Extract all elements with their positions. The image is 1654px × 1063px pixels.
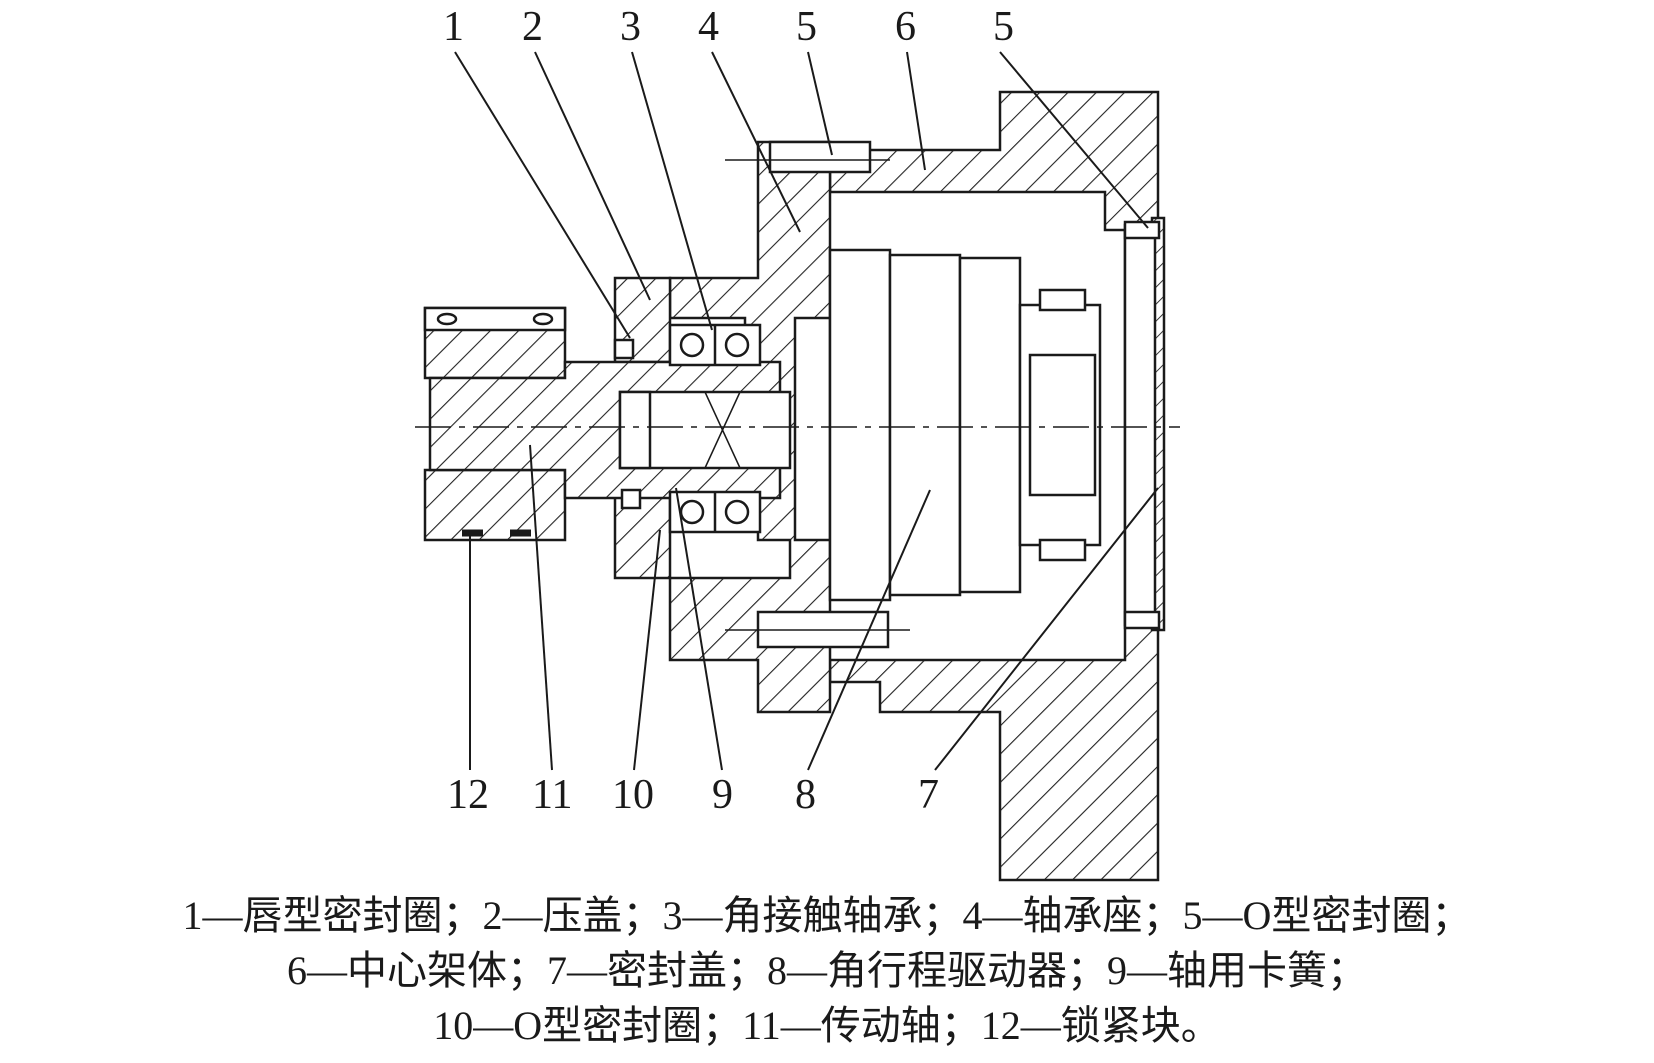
o-ring-10: [620, 488, 642, 510]
caption-line-1: 1—唇型密封圈；2—压盖；3—角接触轴承；4—轴承座；5—O型密封圈；: [182, 893, 1472, 938]
part-number: 8: [795, 772, 816, 818]
bottom-part-numbers: 12 11 10 9 8 7: [447, 772, 939, 818]
top-part-numbers: 1 2 3 4 5 6 5: [443, 4, 1014, 50]
angular-contact-bearing-bottom: [668, 490, 762, 534]
part-number: 11: [532, 772, 572, 818]
o-ring-5-right-top: [1123, 220, 1161, 240]
part-number: 6: [895, 4, 916, 50]
part-number: 12: [447, 772, 489, 818]
center-frame-body: [828, 90, 1160, 882]
caption-line-2: 6—中心架体；7—密封盖；8—角行程驱动器；9—轴用卡簧；: [287, 948, 1367, 993]
rotary-actuator: [793, 248, 1102, 602]
part-number: 7: [918, 772, 939, 818]
top-bolt: [768, 140, 872, 174]
part-number: 10: [612, 772, 654, 818]
part-number: 5: [796, 4, 817, 50]
part-number: 1: [443, 4, 464, 50]
part-number: 3: [620, 4, 641, 50]
angular-contact-bearing-top: [668, 323, 762, 367]
locking-block-bottom: [423, 468, 567, 542]
caption-line-3: 10—O型密封圈；11—传动轴；12—锁紧块。: [433, 1003, 1221, 1048]
leader-lines: [454, 51, 1159, 771]
gland: [613, 276, 672, 364]
part-number: 4: [698, 4, 719, 50]
part-number: 5: [993, 4, 1014, 50]
o-ring-5-right-bottom: [1123, 610, 1161, 630]
part-number: 2: [522, 4, 543, 50]
lip-seal: [613, 338, 635, 360]
part-number: 9: [712, 772, 733, 818]
assembly-section-drawing: 1 2 3 4 5 6 5 12 11 10 9 8 7: [415, 4, 1180, 882]
